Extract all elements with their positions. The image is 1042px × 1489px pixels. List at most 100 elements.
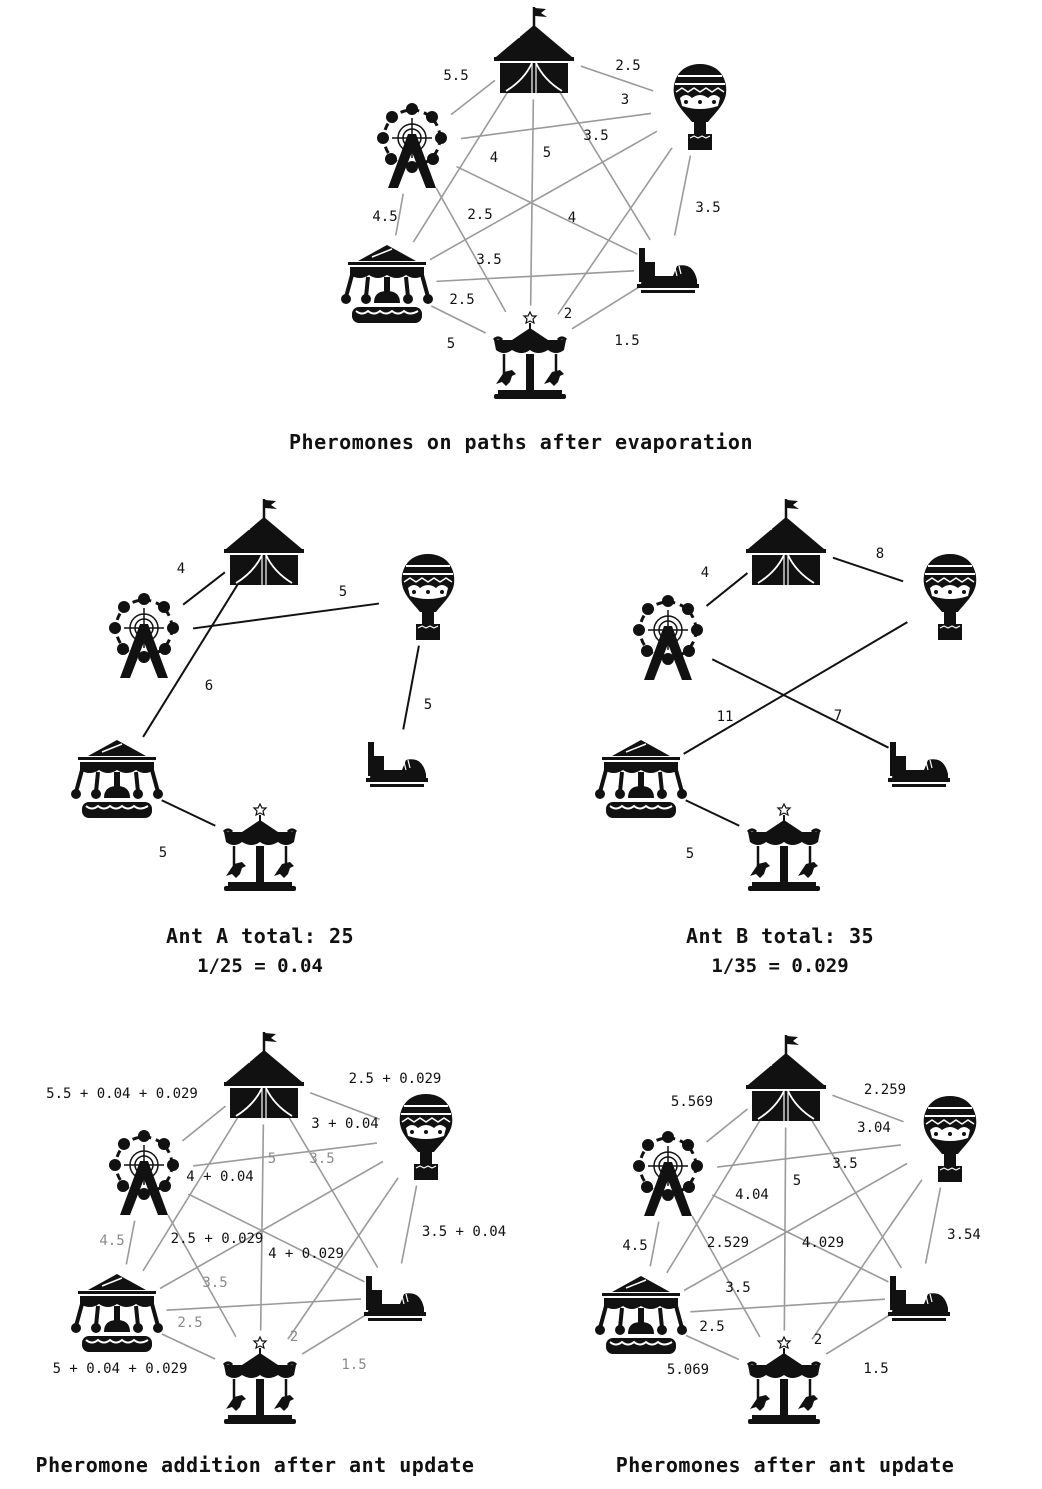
edge-label-evaporation-balloon-carousel: 2 — [564, 306, 572, 322]
edge-label-addition-ferris-bumper: 4 + 0.029 — [268, 1246, 344, 1262]
edge-label-addition-swing-carousel: 5 + 0.04 + 0.029 — [53, 1361, 188, 1377]
hot-air-balloon-icon — [672, 63, 728, 151]
ferris-wheel-icon — [107, 1128, 181, 1217]
edge-evaporation-tent-bumper — [559, 91, 651, 241]
edge-evaporation-tent-swing — [412, 91, 509, 243]
edge-label-addition-tent-ferris: 5.5 + 0.04 + 0.029 — [46, 1086, 198, 1102]
ferris-wheel-icon — [631, 1129, 705, 1218]
edge-addition-tent-balloon — [309, 1091, 381, 1121]
carousel-icon — [222, 1335, 298, 1426]
bumper-car-icon — [636, 247, 700, 294]
swing-ride-icon — [593, 1274, 689, 1356]
edge-label-addition-tent-carousel: 5 — [268, 1151, 276, 1167]
edge-label-ant-a-ferris-balloon: 5 — [339, 584, 347, 600]
edge-label-after-update-tent-swing: 4.04 — [735, 1187, 769, 1203]
edge-after-update-swing-carousel — [685, 1334, 740, 1361]
edge-ant-b-balloon-swing — [683, 621, 908, 755]
hot-air-balloon-icon — [398, 1093, 454, 1181]
edge-addition-tent-carousel — [259, 1124, 265, 1331]
edge-label-addition-balloon-bumper: 3.5 + 0.04 — [422, 1224, 506, 1240]
edge-label-ant-a-balloon-bumper: 5 — [424, 697, 432, 713]
edge-label-after-update-bumper-carousel: 1.5 — [863, 1361, 888, 1377]
edge-label-addition-tent-balloon: 2.5 + 0.029 — [349, 1071, 442, 1087]
edge-label-after-update-balloon-carousel: 2 — [814, 1332, 822, 1348]
edge-label-after-update-tent-balloon: 2.259 — [864, 1082, 906, 1098]
edge-addition-ferris-carousel — [167, 1214, 237, 1338]
circus-tent-icon — [222, 497, 306, 587]
edge-ant-b-tent-balloon — [832, 556, 904, 583]
edge-ant-a-balloon-bumper — [402, 645, 420, 730]
edge-addition-swing-carousel — [161, 1333, 216, 1360]
edge-label-ant-a-swing-carousel: 5 — [159, 845, 167, 861]
edge-evaporation-ferris-balloon — [460, 112, 652, 140]
circus-tent-icon — [222, 1030, 306, 1120]
edge-evaporation-ferris-bumper — [456, 165, 638, 255]
swing-ride-icon — [339, 243, 435, 325]
edge-label-after-update-ferris-carousel: 3.5 — [725, 1280, 750, 1296]
edge-ant-a-swing-carousel — [161, 799, 216, 827]
edge-ant-a-ferris-tent — [182, 571, 226, 606]
edge-label-evaporation-ferris-carousel: 3.5 — [476, 252, 501, 268]
ferris-wheel-icon — [631, 593, 705, 682]
edge-label-addition-ferris-balloon: 3 + 0.04 — [311, 1116, 378, 1132]
edge-label-addition-ferris-swing: 4.5 — [99, 1233, 124, 1249]
edge-label-addition-swing-bumper: 2.5 — [177, 1315, 202, 1331]
edge-after-update-tent-bumper — [811, 1119, 902, 1269]
edge-label-evaporation-ferris-swing: 4.5 — [372, 209, 397, 225]
edge-label-after-update-balloon-swing: 2.529 — [707, 1235, 749, 1251]
hot-air-balloon-icon — [400, 553, 456, 641]
ferris-wheel-icon — [375, 101, 449, 190]
edge-evaporation-ferris-swing — [394, 193, 405, 236]
edge-after-update-ferris-swing — [649, 1221, 660, 1267]
edge-after-update-ferris-carousel — [691, 1215, 761, 1338]
edge-evaporation-swing-carousel — [430, 305, 487, 334]
edge-label-evaporation-bumper-carousel: 1.5 — [614, 333, 639, 349]
edge-evaporation-bumper-carousel — [571, 286, 640, 330]
edge-ant-b-ferris-bumper — [711, 658, 889, 749]
edge-addition-tent-bumper — [288, 1117, 379, 1269]
edge-label-evaporation-ferris-balloon: 3 — [621, 92, 629, 108]
edge-label-evaporation-balloon-bumper: 3.5 — [695, 200, 720, 216]
edge-label-after-update-tent-carousel: 5 — [793, 1173, 801, 1189]
edge-addition-swing-bumper — [166, 1298, 362, 1311]
edge-ant-a-tent-swing — [142, 583, 239, 738]
edge-label-after-update-ferris-swing: 4.5 — [622, 1238, 647, 1254]
swing-ride-icon — [593, 738, 689, 820]
caption-after-update: Pheromones after ant update — [615, 1453, 955, 1477]
edge-label-ant-b-swing-carousel: 5 — [686, 846, 694, 862]
edge-evaporation-balloon-bumper — [673, 155, 692, 236]
edge-ant-b-ferris-tent — [705, 572, 749, 607]
edge-label-ant-b-balloon-swing: 11 — [717, 709, 734, 725]
edge-addition-ferris-bumper — [187, 1193, 365, 1283]
caption-evaporation: Pheromones on paths after evaporation — [288, 430, 754, 454]
edge-label-addition-tent-swing: 4 + 0.04 — [186, 1169, 253, 1185]
edge-evaporation-balloon-swing — [429, 130, 658, 261]
edge-label-after-update-ferris-bumper: 4.029 — [802, 1235, 844, 1251]
edge-label-addition-balloon-swing: 2.5 + 0.029 — [171, 1231, 264, 1247]
caption-ant-b: Ant B total: 35 — [685, 924, 875, 948]
bumper-car-icon — [887, 1275, 951, 1322]
hot-air-balloon-icon — [922, 553, 978, 641]
circus-tent-icon — [744, 497, 828, 587]
edge-after-update-balloon-bumper — [924, 1187, 942, 1264]
edge-after-update-ferris-balloon — [717, 1144, 901, 1168]
carousel-icon — [222, 802, 298, 893]
edge-label-after-update-swing-bumper: 2.5 — [699, 1319, 724, 1335]
caption-ant-a: Ant A total: 25 — [165, 924, 355, 948]
edge-label-ant-b-ferris-bumper: 7 — [834, 708, 842, 724]
ferris-wheel-icon — [107, 591, 181, 680]
edge-after-update-swing-bumper — [690, 1298, 886, 1313]
edge-label-evaporation-tent-bumper: 3.5 — [583, 128, 608, 144]
carousel-icon — [746, 802, 822, 893]
circus-tent-icon — [744, 1033, 828, 1123]
edge-label-ant-a-tent-swing: 6 — [205, 678, 213, 694]
edge-label-after-update-balloon-bumper: 3.54 — [947, 1227, 981, 1243]
edge-evaporation-balloon-carousel — [557, 147, 673, 315]
bumper-car-icon — [365, 741, 429, 788]
caption-addition: Pheromone addition after ant update — [35, 1453, 475, 1477]
edge-label-evaporation-ferris-bumper: 4 — [568, 210, 576, 226]
edges-layer — [125, 65, 942, 1361]
edge-after-update-tent-swing — [666, 1119, 761, 1274]
